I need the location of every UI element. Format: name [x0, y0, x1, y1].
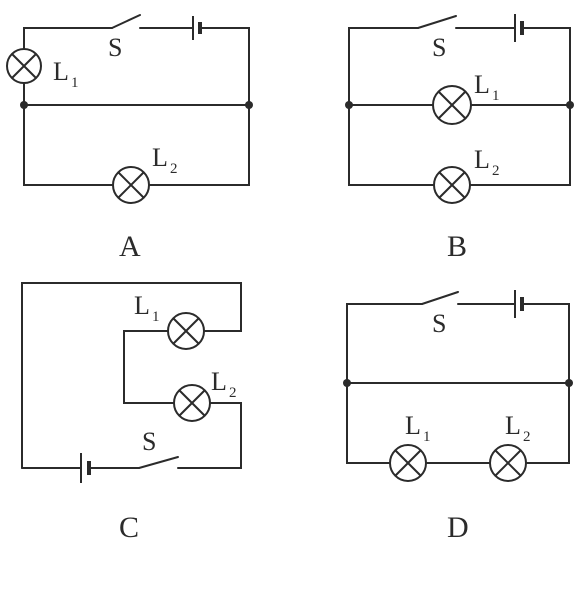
wire-c-middle [123, 330, 175, 404]
wire-d-top-left [346, 303, 423, 384]
switch-b-blade [417, 15, 457, 29]
lamp-a-l2-label: L [152, 143, 168, 172]
switch-b-label: S [432, 33, 446, 62]
lamp-b-l2-label: L [474, 145, 490, 174]
lamp-c-l1 [167, 312, 205, 350]
switch-a-label: S [108, 33, 122, 62]
lamp-d-l2-subscript: 2 [523, 429, 531, 445]
circuit-d-letter: D [447, 511, 469, 544]
lamp-c-l2-label: L [211, 367, 227, 396]
lamp-b-l1-label: L [474, 70, 490, 99]
lamp-a-l2 [112, 166, 150, 204]
lamp-a-l1 [6, 48, 42, 84]
lamp-a-l1-subscript: 1 [71, 75, 79, 91]
lamp-d-l2-label: L [505, 411, 521, 440]
lamp-d-l1-subscript: 1 [423, 429, 431, 445]
wire-a-top-left [23, 27, 113, 49]
lamp-d-l1-label: L [405, 411, 421, 440]
circuit-d: S L 1 L 2 D [343, 290, 573, 544]
lamp-b-l2 [433, 166, 471, 204]
circuit-b-letter: B [447, 230, 467, 263]
lamp-b-l1 [432, 85, 472, 125]
lamp-c-l1-label: L [134, 291, 150, 320]
wire-c-outer [21, 282, 242, 469]
wire-d-bottom-right [525, 382, 570, 464]
wire-a-bottom-left [23, 104, 113, 186]
circuit-a: S L 1 L 2 A [6, 14, 253, 263]
circuit-c-letter: C [119, 511, 139, 544]
wire-b-bottom-right [469, 104, 571, 186]
switch-c-blade [138, 456, 179, 469]
lamp-c-l2-subscript: 2 [229, 385, 237, 401]
switch-d-label: S [432, 309, 446, 338]
lamp-b-l1-subscript: 1 [492, 88, 500, 104]
wire-d-top-right [521, 303, 570, 384]
switch-c-label: S [142, 427, 156, 456]
wire-a-bottom-right [148, 104, 250, 186]
wire-b-top-right [521, 27, 571, 106]
wire-b-top-left [348, 27, 419, 106]
wire-a-top-right [199, 27, 250, 106]
lamp-c-l1-subscript: 1 [152, 309, 160, 325]
lamp-d-l2 [489, 444, 527, 482]
wire-b-bottom-left [348, 104, 435, 186]
switch-d-blade [421, 291, 459, 305]
circuit-b: S L 1 L 2 B [345, 14, 574, 263]
lamp-b-l2-subscript: 2 [492, 163, 500, 179]
circuit-c: L 1 L 2 S C [21, 282, 242, 544]
wire-d-bottom-left [346, 382, 391, 464]
lamp-d-l1 [389, 444, 427, 482]
circuit-a-letter: A [119, 230, 141, 263]
lamp-a-l2-subscript: 2 [170, 161, 178, 177]
lamp-a-l1-label: L [53, 57, 69, 86]
lamp-c-l2 [173, 384, 211, 422]
wire-c-right [177, 402, 242, 469]
switch-a-blade [111, 14, 141, 29]
